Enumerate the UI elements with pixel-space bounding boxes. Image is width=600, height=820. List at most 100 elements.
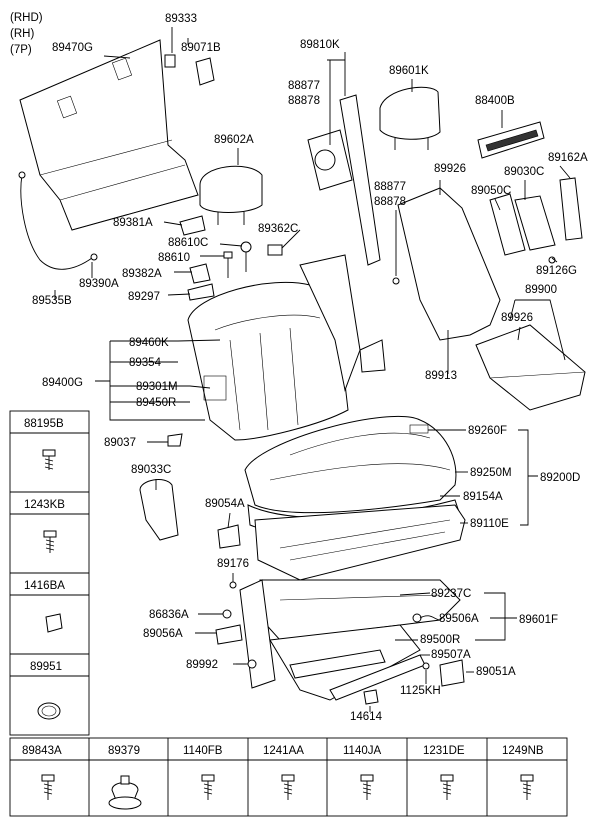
part-label-89050C: 89050C (471, 185, 511, 197)
cover-89051A (439, 659, 465, 687)
part-label-86836A: 86836A (149, 609, 189, 621)
nut-86836A (222, 609, 232, 619)
part-label-88877b: 88877 (374, 181, 406, 193)
part-label-89992: 89992 (186, 659, 218, 671)
bolt-1125KH (422, 662, 430, 670)
part-label-89033C: 89033C (131, 464, 171, 476)
part-label-89601F: 89601F (519, 614, 558, 626)
seat-belt-89810K (307, 94, 386, 373)
clip-89297 (187, 283, 215, 301)
bracket-89071B (195, 57, 215, 86)
part-label-89250M: 89250M (470, 467, 512, 479)
part-label-14614: 14614 (350, 711, 383, 723)
part-label-89126G: 89126G (536, 265, 577, 277)
side-table-label-3: 1416BA (24, 580, 65, 592)
part-label-89470G: 89470G (52, 42, 93, 54)
part-label-88878b: 88878 (374, 196, 406, 208)
bracket-89382A (189, 263, 211, 284)
part-label-89926a: 89926 (434, 163, 466, 175)
part-label-89602A: 89602A (214, 134, 254, 146)
side-table-label-1: 88195B (24, 418, 64, 430)
part-label-89382A: 89382A (122, 268, 162, 280)
bracket-89050C (489, 193, 526, 256)
part-label-89450R: 89450R (136, 397, 176, 409)
bottom-parts-table: 89843A 89379 1140FB 1241AA 1140JA 1231DE… (9, 737, 568, 817)
screw-icon (42, 449, 56, 470)
clip-89362C (267, 244, 283, 256)
bottom-table-label-1: 89843A (22, 745, 62, 757)
header-line-3: (7P) (10, 44, 32, 56)
armrest-89900 (475, 324, 586, 411)
part-label-89362C: 89362C (258, 223, 298, 235)
bolt-88610 (223, 251, 233, 259)
part-label-89500R: 89500R (420, 634, 460, 646)
bracket-89054A (217, 524, 241, 549)
bottom-table-label-4: 1241AA (263, 745, 304, 757)
part-label-89810K: 89810K (300, 39, 340, 51)
screw-icon (43, 530, 57, 553)
leader-lines (54, 27, 571, 712)
clip-89056A (215, 624, 243, 645)
cable-89535B (20, 174, 93, 270)
clip-14614 (363, 689, 379, 705)
bottom-table-label-5: 1140JA (343, 745, 381, 757)
screw-icon (281, 774, 295, 800)
cushion-frame-89110E (254, 504, 466, 581)
part-label-89237C: 89237C (431, 588, 471, 600)
part-label-89381A: 89381A (113, 217, 153, 229)
part-label-89926b: 89926 (501, 312, 533, 324)
part-label-88400B: 88400B (475, 95, 515, 107)
grommet-icon (37, 702, 61, 720)
bottom-table-label-3: 1140FB (183, 745, 223, 757)
part-label-88610C: 88610C (168, 237, 208, 249)
part-label-89400G: 89400G (42, 377, 83, 389)
part-label-89056A: 89056A (143, 628, 183, 640)
side-table-label-4: 89951 (30, 661, 62, 673)
screw-icon (360, 774, 374, 800)
part-label-89054A: 89054A (205, 498, 245, 510)
tab-89037 (167, 433, 183, 447)
part-label-89176: 89176 (217, 558, 249, 570)
part-label-89460K: 89460K (129, 337, 169, 349)
part-label-89297: 89297 (128, 291, 160, 303)
part-label-89506A: 89506A (439, 613, 479, 625)
part-label-89030C: 89030C (504, 166, 544, 178)
part-label-89507A: 89507A (431, 649, 471, 661)
side-parts-table: 88195B 1243KB 1416BA 89951 (9, 410, 90, 736)
part-label-88877a: 88877 (288, 80, 320, 92)
bolt-88877 (392, 277, 400, 285)
part-label-89301M: 89301M (136, 381, 178, 393)
part-label-89333: 89333 (165, 13, 197, 25)
bottom-table-label-2: 89379 (108, 745, 140, 757)
cover-89033C (139, 479, 179, 541)
part-label-89260F: 89260F (468, 425, 507, 437)
latch-89381A (179, 215, 206, 236)
part-label-88610: 88610 (158, 252, 190, 264)
sensor-89506A (412, 613, 422, 623)
part-label-89037: 89037 (104, 437, 136, 449)
part-label-89913: 89913 (425, 370, 457, 382)
header-line-1: (RHD) (10, 12, 43, 24)
screw-icon (440, 774, 454, 800)
bolt-89176 (229, 581, 237, 589)
bracket-89030C (514, 195, 556, 251)
header-line-2: (RH) (10, 28, 34, 40)
headrest-89601K (379, 86, 441, 140)
screw-icon (520, 774, 534, 800)
headrest-89602A (199, 165, 263, 213)
clip-icon (45, 613, 63, 633)
part-label-89390A: 89390A (79, 278, 119, 290)
part-label-1125KH: 1125KH (400, 685, 441, 697)
bolt-89992 (247, 659, 257, 669)
part-label-89535B: 89535B (32, 295, 72, 307)
part-label-88878a: 88878 (288, 95, 320, 107)
side-trim-89913 (397, 187, 501, 341)
bottom-table-label-7: 1249NB (502, 745, 544, 757)
part-label-89051A: 89051A (476, 666, 516, 678)
bracket-89162A (559, 177, 583, 241)
part-label-89900: 89900 (525, 284, 557, 296)
part-label-89162A: 89162A (548, 152, 588, 164)
